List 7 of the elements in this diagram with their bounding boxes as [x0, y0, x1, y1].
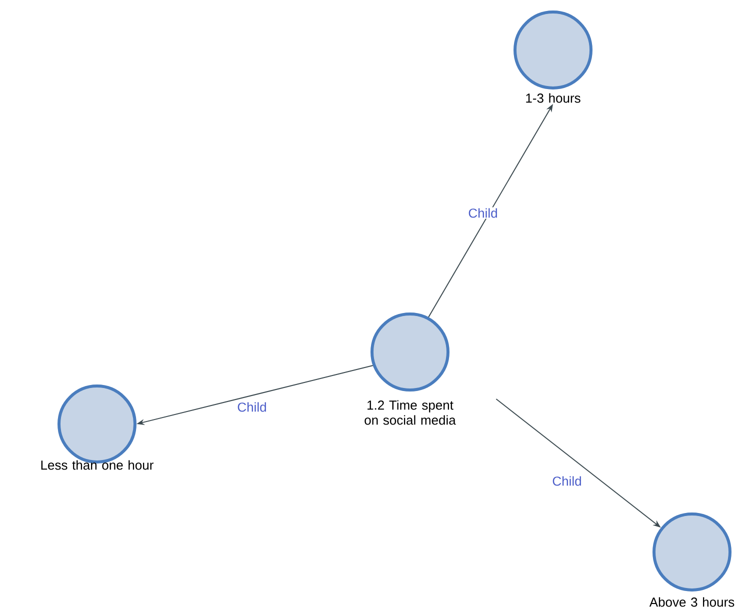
- node-label: 1-3 hours: [526, 93, 580, 103]
- edge-label: Child: [467, 207, 499, 219]
- node-label: Above 3 hours: [649, 597, 734, 607]
- node-label: 1.2 Time spent on social media: [364, 400, 456, 425]
- node-label: Less than one hour: [41, 460, 154, 470]
- edge-label: Child: [236, 401, 268, 413]
- edge-label: Child: [551, 475, 583, 487]
